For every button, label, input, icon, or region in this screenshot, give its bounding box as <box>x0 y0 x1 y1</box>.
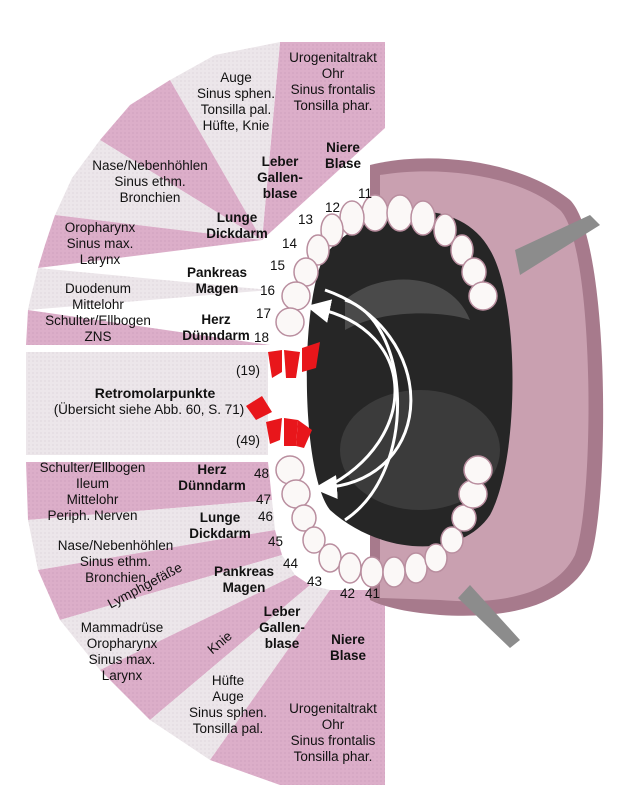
segment-lower-c <box>38 530 282 620</box>
segment-upper-a <box>262 42 385 240</box>
tooth-number-44: 44 <box>283 556 299 571</box>
label-heart-upper: Herz Dünndarm <box>182 312 250 343</box>
fan-segments <box>26 42 385 785</box>
segment-lower-f <box>150 585 330 760</box>
segment-upper-b <box>170 42 280 240</box>
label-shoulder-lower: Schulter/Ellbogen Ileum Mittelohr Periph… <box>39 460 146 523</box>
tooth-number-11: 11 <box>358 186 373 201</box>
label-liver-lower: Leber Gallen- blase <box>259 604 305 651</box>
tooth-number-45: 45 <box>268 534 284 549</box>
label-oropharynx-upper: Oropharynx Sinus max. Larynx <box>64 220 136 267</box>
label-marker-19: (19) <box>235 363 260 378</box>
tooth-number-13: 13 <box>298 212 314 227</box>
label-nose-lower: Nase/Nebenhöhlen Sinus ethm. Bronchien <box>57 538 174 585</box>
label-marker-49: (49) <box>235 433 260 448</box>
segment-lower-b <box>28 500 275 570</box>
upper-teeth <box>275 194 498 337</box>
tooth-number-41: 41 <box>365 586 381 601</box>
retromolar-markers <box>246 342 320 448</box>
label-nose-upper: Nase/Nebenhöhlen Sinus ethm. Bronchien <box>92 158 208 205</box>
segment-lower-d <box>60 555 295 670</box>
tooth-number-15: 15 <box>270 258 286 273</box>
label-eye-upper: Auge Sinus sphen. Tonsilla pal. Hüfte, K… <box>196 70 276 133</box>
label-pancreas-lower: Pankreas Magen <box>213 564 275 595</box>
label-lung-upper: Lunge Dickdarm <box>206 210 268 241</box>
label-retromolar-subtitle: (Übersicht siehe Abb. 60, S. 71) <box>53 402 245 417</box>
connection-arrows <box>306 288 413 522</box>
tooth-number-42: 42 <box>340 586 356 601</box>
label-duodenum-upper: Duodenum Mittelohr Schulter/Ellbogen ZNS <box>45 281 151 344</box>
tooth-number-17: 17 <box>256 306 272 321</box>
segment-upper-e <box>38 215 262 268</box>
label-lung-lower: Lunge Dickdarm <box>189 510 251 541</box>
label-mammary-lower: Mammadrüse Oropharynx Sinus max. Larynx <box>80 620 164 683</box>
lower-teeth <box>275 455 493 588</box>
tooth-number-18: 18 <box>254 330 270 345</box>
tooth-number-47: 47 <box>256 492 272 507</box>
label-liver-upper: Leber Gallen- blase <box>257 154 303 201</box>
segment-upper-f <box>28 268 270 310</box>
cheek-retractor-top <box>515 215 600 275</box>
segment-upper-g <box>26 310 270 345</box>
palate-highlight <box>345 279 470 330</box>
tooth-number-16: 16 <box>260 283 276 298</box>
segment-upper-c <box>100 80 262 240</box>
label-kidney-upper: Niere Blase <box>324 140 362 171</box>
segment-lower-a <box>26 462 272 520</box>
tooth-number-43: 43 <box>307 574 323 589</box>
label-urogenital-upper: Urogenitaltrakt Ohr Sinus frontalis Tons… <box>289 50 377 113</box>
tooth-number-12: 12 <box>325 200 341 215</box>
label-pancreas-upper: Pankreas Magen <box>186 265 248 296</box>
segment-retro <box>26 352 268 455</box>
tooth-number-14: 14 <box>282 236 298 251</box>
label-heart-lower: Herz Dünndarm <box>178 462 246 493</box>
label-urogenital-lower: Urogenitaltrakt Ohr Sinus frontalis Tons… <box>289 701 377 764</box>
label-hip-lower: Hüfte Auge Sinus sphen. Tonsilla pal. <box>188 673 268 736</box>
segment-upper-d <box>55 140 262 240</box>
label-kidney-lower: Niere Blase <box>329 632 367 663</box>
segment-lower-g <box>210 590 385 785</box>
segment-lower-e <box>100 575 310 720</box>
tooth-number-46: 46 <box>258 509 274 524</box>
tooth-number-48: 48 <box>254 466 270 481</box>
label-retromolar-title: Retromolarpunkte <box>94 385 216 401</box>
cheek-retractor-bottom <box>458 585 520 648</box>
